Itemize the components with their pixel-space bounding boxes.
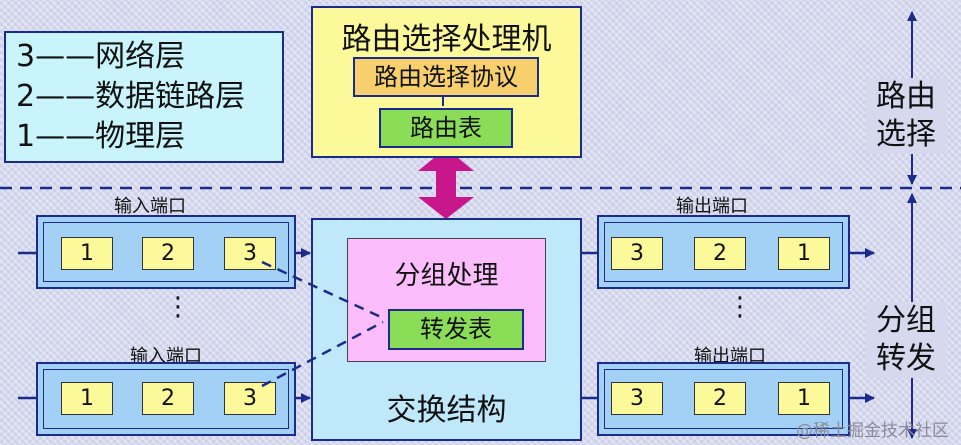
input-port-2-layer-1: 1 (61, 382, 113, 415)
input-port-1-layer-3: 3 (224, 237, 276, 270)
output-port-1-frame (604, 222, 843, 282)
legend-network-layer: 3——网络层 (16, 39, 186, 74)
routing-processor: 路由选择处理机 路由选择协议 路由表 (311, 6, 582, 158)
input-port-2-layer-2: 2 (142, 382, 194, 415)
output-port-2-layer-1: 1 (778, 382, 830, 415)
switch-fabric-title: 交换结构 (386, 393, 507, 428)
watermark-text: @稀土掘金技术社区 (796, 421, 949, 441)
input-port-2-frame (43, 369, 289, 429)
layer-legend: 3——网络层 2——数据链路层 1——物理层 (4, 31, 284, 163)
output-port-2-frame (604, 369, 843, 429)
input-port-1-layer-2: 2 (142, 237, 194, 270)
routing-side-label-line1: 路由 (876, 79, 936, 114)
output-port-1-layer-1: 1 (778, 237, 830, 270)
routing-protocol-box: 路由选择协议 (353, 57, 539, 97)
forwarding-side-label-line1: 分组 (876, 303, 936, 338)
output-port-label-bottom: 输出端口 (694, 346, 766, 367)
routing-table-box: 路由表 (379, 108, 513, 148)
router-switch-double-arrow (418, 148, 474, 219)
routing-processor-title: 路由选择处理机 (341, 22, 552, 57)
routing-side-label-line2: 选择 (876, 117, 936, 152)
switch-fabric: 分组处理 转发表 交换结构 (311, 218, 582, 441)
forwarding-side-label-line2: 转发 (876, 341, 936, 376)
input-port-1-layer-1: 1 (61, 237, 113, 270)
input-port-1-frame (43, 222, 289, 282)
input-ports-ellipsis: ⋮ (165, 292, 191, 322)
forwarding-side-label: 分组 转发 (866, 302, 946, 378)
legend-physical-layer: 1——物理层 (16, 119, 186, 154)
output-port-label-top: 输出端口 (676, 196, 748, 217)
output-port-2-layer-2: 2 (694, 382, 746, 415)
output-port-2-layer-3: 3 (611, 382, 663, 415)
output-port-1-layer-3: 3 (611, 237, 663, 270)
legend-datalink-layer: 2——数据链路层 (16, 79, 246, 114)
input-port-label-bottom: 输入端口 (130, 346, 202, 367)
routing-side-label: 路由 选择 (866, 78, 946, 154)
forwarding-table-box: 转发表 (388, 309, 524, 350)
output-ports-ellipsis: ⋮ (727, 292, 753, 322)
input-port-label-top: 输入端口 (114, 196, 186, 217)
input-port-2-layer-3: 3 (224, 382, 276, 415)
output-port-1-layer-2: 2 (694, 237, 746, 270)
packet-processing-box: 分组处理 转发表 (347, 238, 546, 362)
packet-processing-title: 分组处理 (394, 261, 499, 291)
